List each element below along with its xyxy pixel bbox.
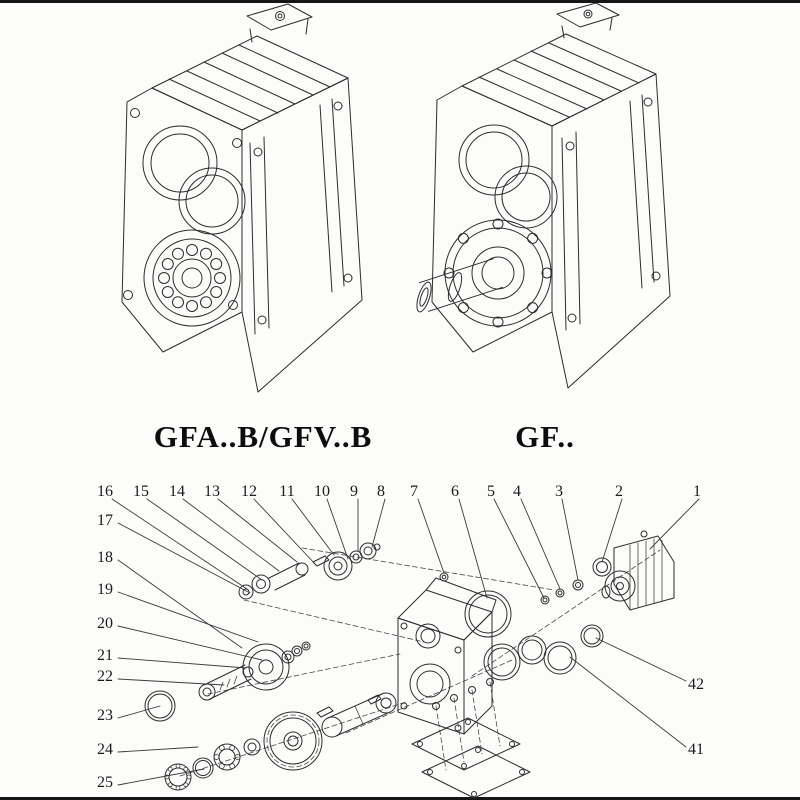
part-number-label-20: 20 xyxy=(97,615,113,632)
part-number-label-21: 21 xyxy=(97,647,113,664)
part-number-label-5: 5 xyxy=(487,483,495,500)
gearbox-left-drawing xyxy=(121,3,363,393)
part-number-label-22: 22 xyxy=(97,668,113,685)
part-number-label-18: 18 xyxy=(97,549,113,566)
motor-unit xyxy=(601,530,675,611)
part-number-label-41: 41 xyxy=(688,741,704,758)
part-number-label-24: 24 xyxy=(97,741,113,758)
part-number-label-42: 42 xyxy=(688,676,704,693)
part-number-label-19: 19 xyxy=(97,581,113,598)
part-number-label-8: 8 xyxy=(377,483,385,500)
bottom-cover-parts xyxy=(411,678,531,799)
part-number-label-14: 14 xyxy=(169,483,185,500)
part-number-label-11: 11 xyxy=(279,483,295,500)
part-number-label-1: 1 xyxy=(693,483,701,500)
part-number-label-16: 16 xyxy=(97,483,113,500)
model-label-right: GF.. xyxy=(515,419,575,454)
intermediate-shaft-parts xyxy=(144,641,311,722)
input-shaft-parts xyxy=(238,542,449,600)
part-number-label-25: 25 xyxy=(97,774,113,791)
part-number-label-9: 9 xyxy=(350,483,358,500)
part-number-label-7: 7 xyxy=(410,483,418,500)
part-number-label-4: 4 xyxy=(513,483,521,500)
leader-lines xyxy=(111,498,700,786)
exploded-view-drawing xyxy=(111,498,700,799)
part-number-label-13: 13 xyxy=(204,483,220,500)
model-label-left: GFA..B/GFV..B xyxy=(153,419,373,454)
gearbox-right-drawing xyxy=(416,2,671,389)
output-shaft-parts xyxy=(164,692,397,791)
bottom-border xyxy=(0,797,800,800)
part-number-label-10: 10 xyxy=(314,483,330,500)
part-number-label-12: 12 xyxy=(241,483,257,500)
gear-housing xyxy=(397,577,512,735)
part-number-label-6: 6 xyxy=(451,483,459,500)
part-number-label-2: 2 xyxy=(615,483,623,500)
part-number-label-23: 23 xyxy=(97,707,113,724)
part-number-label-17: 17 xyxy=(97,512,113,529)
part-number-label-15: 15 xyxy=(133,483,149,500)
input-cover-parts xyxy=(483,557,612,681)
top-border xyxy=(0,0,800,3)
part-number-label-3: 3 xyxy=(555,483,563,500)
